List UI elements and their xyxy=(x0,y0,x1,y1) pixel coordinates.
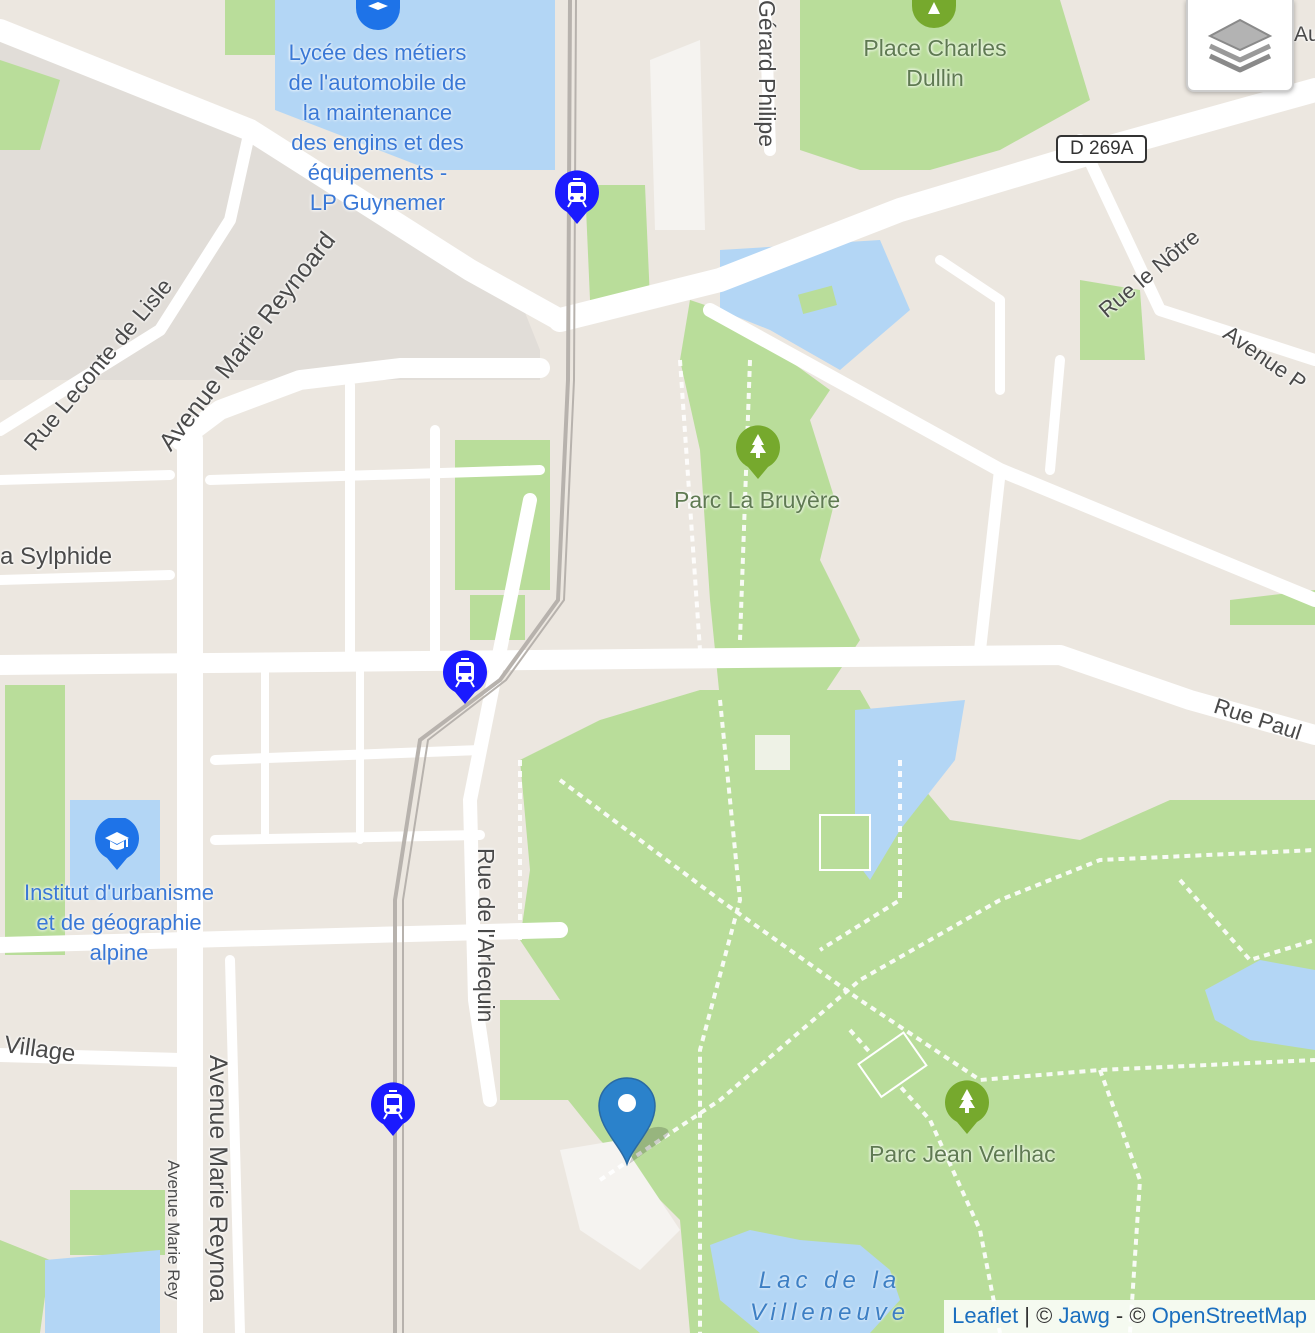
street-label-gerard: Gérard Philipe xyxy=(754,0,780,148)
street-label-arlequin: Rue de l'Arlequin xyxy=(473,848,499,1023)
school-icon[interactable] xyxy=(354,0,402,32)
layers-icon xyxy=(1207,18,1273,73)
attribution: Leaflet | © Jawg - © OpenStreetMap xyxy=(944,1300,1315,1333)
poi-label-institut[interactable]: Institut d'urbanisme et de géographie al… xyxy=(23,880,215,965)
park-label-verlhac[interactable]: Parc Jean Verlhac xyxy=(869,1141,1056,1167)
park-icon[interactable] xyxy=(734,425,782,481)
school-icon[interactable] xyxy=(93,818,141,872)
park-label-bruyere[interactable]: Parc La Bruyère xyxy=(674,487,841,513)
attribution-leaflet-link[interactable]: Leaflet xyxy=(952,1303,1019,1328)
park-label-charles[interactable]: Place Charles Dullin xyxy=(863,35,1007,91)
street-label-top-right: Au xyxy=(1294,23,1315,46)
street-label-marie-reynoard-small: Avenue Marie Rey xyxy=(164,1160,183,1300)
attribution-separator: | © xyxy=(1018,1303,1059,1328)
attribution-dash: - © xyxy=(1109,1303,1152,1328)
tram-stop-icon[interactable] xyxy=(441,650,489,706)
tram-stop-icon[interactable] xyxy=(553,170,601,226)
street-label-sylphide: a Sylphide xyxy=(0,543,113,570)
park-icon[interactable] xyxy=(943,1080,991,1136)
map-marker-icon[interactable] xyxy=(595,1072,705,1168)
street-label-marie-reynoard-vert: Avenue Marie Reynoa xyxy=(204,1055,232,1302)
park-icon[interactable] xyxy=(910,0,958,30)
attribution-jawg-link[interactable]: Jawg xyxy=(1058,1303,1110,1328)
poi-label-lycee[interactable]: Lycée des métiers de l'automobile de la … xyxy=(288,40,467,215)
tram-stop-icon[interactable] xyxy=(369,1082,417,1138)
water-label-lac: Lac de la Villeneuve xyxy=(749,1267,911,1326)
road-shield: D 269A xyxy=(1056,135,1148,163)
attribution-osm-link[interactable]: OpenStreetMap xyxy=(1151,1303,1307,1328)
layers-control-button[interactable] xyxy=(1186,0,1294,92)
